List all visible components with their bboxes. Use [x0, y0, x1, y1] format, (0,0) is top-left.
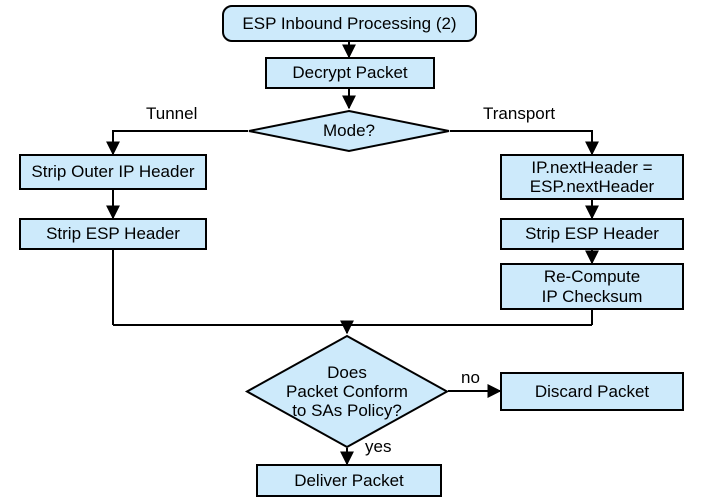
- mode-diamond-shape: [248, 109, 450, 153]
- edge-mode-tunnel: [106, 130, 248, 156]
- node-mode-label: Mode?: [323, 121, 375, 141]
- edge-label-transport: Transport: [483, 104, 556, 123]
- node-strip-esp-header-transport[interactable]: Strip ESP Header: [500, 218, 684, 250]
- edge-label-tunnel: Tunnel: [146, 104, 198, 123]
- node-mode-decision[interactable]: Mode?: [248, 109, 450, 153]
- node-strip-outer-ip-header[interactable]: Strip Outer IP Header: [19, 154, 207, 190]
- node-conform-decision[interactable]: Does Packet Conform to SAs Policy?: [244, 334, 450, 449]
- node-conform-label: Does Packet Conform to SAs Policy?: [286, 362, 408, 421]
- node-decrypt-packet[interactable]: Decrypt Packet: [265, 57, 435, 89]
- node-deliver-packet[interactable]: Deliver Packet: [256, 464, 442, 497]
- node-recompute-ip-checksum[interactable]: Re-Compute IP Checksum: [500, 263, 684, 310]
- edge-label-yes: yes: [365, 437, 392, 456]
- node-strip-esp-header-tunnel[interactable]: Strip ESP Header: [19, 218, 207, 250]
- node-ip-nextheader-assign[interactable]: IP.nextHeader = ESP.nextHeader: [500, 154, 684, 200]
- conform-diamond-shape: [244, 334, 450, 449]
- edge-mode-transport: [450, 130, 599, 156]
- node-discard-packet[interactable]: Discard Packet: [500, 372, 684, 411]
- edge-label-no: no: [461, 368, 480, 387]
- node-esp-inbound-processing[interactable]: ESP Inbound Processing (2): [222, 5, 477, 42]
